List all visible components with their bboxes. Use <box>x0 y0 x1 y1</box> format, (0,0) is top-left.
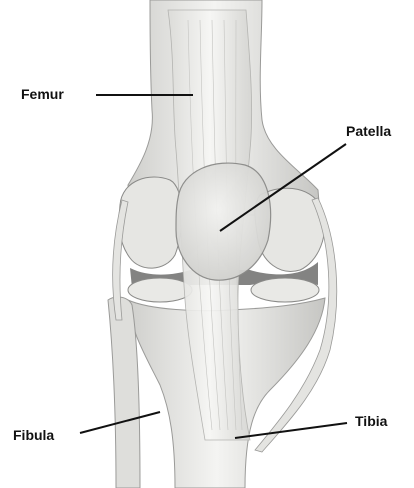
patella-label: Patella <box>346 124 391 138</box>
meniscus-right <box>251 278 319 302</box>
fibula-label: Fibula <box>13 428 54 442</box>
patella-bone <box>176 163 271 280</box>
tibia-label: Tibia <box>355 414 387 428</box>
femur-label: Femur <box>21 87 64 101</box>
femur-condyle-left <box>119 177 182 268</box>
meniscus-left <box>128 278 192 302</box>
tibia-leader-line <box>235 423 347 438</box>
